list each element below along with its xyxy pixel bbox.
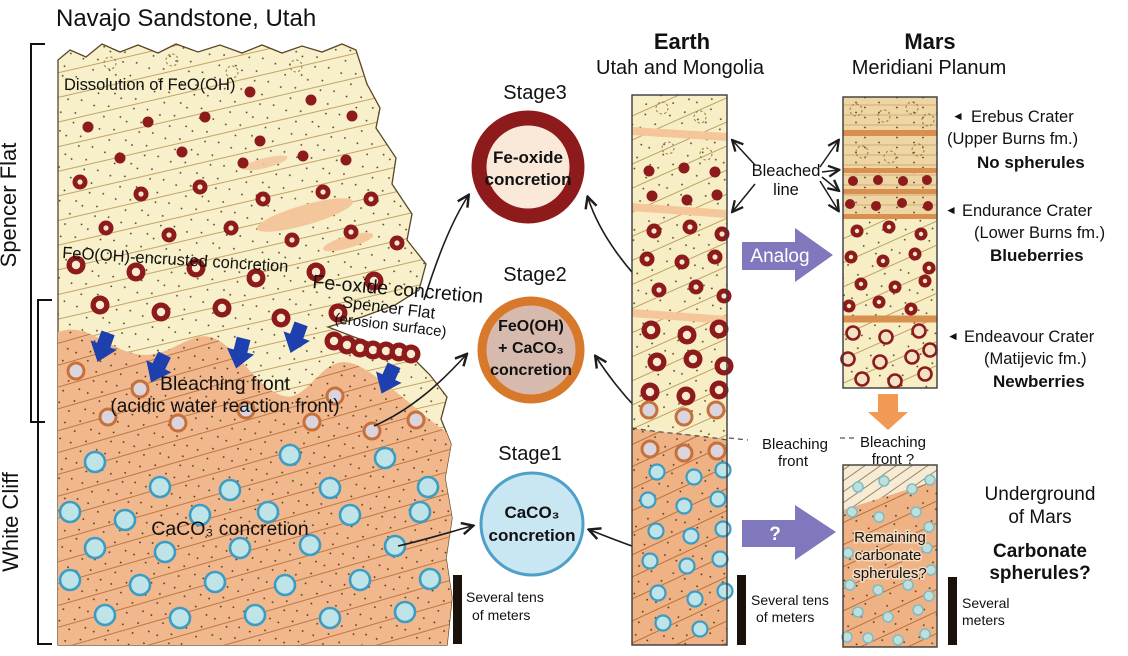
stage3-text2: concretion [485,170,572,189]
bleached-line-band-1 [632,127,727,141]
mars-bleaching-front-text1: Bleaching [860,434,926,451]
mars-band-4 [843,214,937,219]
endurance-crater-label: Endurance Crater [962,202,1093,220]
mars-bleaching-front-text2: front ? [872,451,915,468]
caco3-concretion-label: CaCO₃ concretion [151,518,309,540]
remaining-text1: Remaining [854,529,926,546]
stage2-text3: concretion [490,362,572,379]
mars-band-2 [843,168,937,173]
dissolution-label: Dissolution of FeO(OH) [64,76,235,94]
erebus-crater-label-group: ◄ Erebus Crater (Upper Burns fm.) No sph… [947,108,1085,172]
question-label: ? [769,524,781,545]
stage3-circle [471,110,585,224]
mars-scale-bar: Several meters [948,577,1009,645]
mars-subheader: Meridiani Planum [852,57,1007,79]
carbonate-spherules-text2: spherules? [989,563,1090,584]
stage2-circle [477,296,585,404]
earth-bleaching-front-text2: front [778,453,809,470]
earth-subheader: Utah and Mongolia [596,57,765,79]
earth-scale-line1: Several tens [751,592,829,608]
endurance-triangle-marker: ◄ [945,203,957,217]
remaining-text2: carbonate [855,547,922,564]
stage3: Stage3 Fe-oxide concretion [471,82,585,224]
underground-of-mars-group: Underground of Mars Carbonate spherules? [985,484,1096,584]
stage2-text2: + CaCO₃ [498,340,564,357]
analog-label: Analog [750,246,809,267]
bleaching-front-sublabel: (acidic water reaction front) [110,396,339,417]
stage2: Stage2 FeO(OH) + CaCO₃ concretion [477,264,585,404]
stage1-text1: CaCO₃ [504,503,559,522]
iron-streaks [242,155,374,252]
mars-bleaching-front-caption: Bleaching front ? [860,434,926,468]
endeavour-formation-label: (Matijevic fm.) [984,350,1087,368]
stage2-text1: FeO(OH) [498,318,564,335]
stage1-text2: concretion [489,526,576,545]
mars-scale-line2: meters [962,612,1005,628]
bleaching-front-label: Bleaching front [160,373,291,395]
erebus-triangle-marker: ◄ [952,109,964,123]
cliff-cross-section: Dissolution of FeO(OH) FeO(OH)-encrusted… [57,43,453,646]
bleached-line-text1: Bleached [752,162,821,180]
cliff-scale-line2: of meters [472,607,530,623]
earth-bleaching-front-text1: Bleaching [762,436,828,453]
stage1: Stage1 CaCO₃ concretion [479,443,585,577]
erebus-crater-label: Erebus Crater [971,108,1074,126]
mars-upper-column [840,96,938,389]
mars-lower-column: Remaining carbonate spherules? [841,464,938,648]
bleached-line-text2: line [773,181,799,199]
erebus-formation-label: (Upper Burns fm.) [947,130,1078,148]
endurance-formation-label: (Lower Burns fm.) [974,224,1105,242]
mars-band-3 [843,189,937,194]
remaining-text3: spherules? [853,565,926,582]
mars-band-5 [842,315,938,323]
white-cliff-bracket [37,299,52,645]
mars-down-arrow [868,394,908,430]
question-arrow: ? [742,505,836,560]
newberries-label: Newberries [993,372,1085,391]
bleached-line-band-3 [632,309,727,324]
carbonate-spherules-text1: Carbonate [993,541,1087,562]
analog-arrow: Analog [742,228,833,282]
endeavour-crater-label-group: ◄ Endeavour Crater (Matijevic fm.) Newbe… [947,328,1095,391]
stage3-text1: Fe-oxide [493,148,563,167]
no-spherules-label: No spherules [977,153,1085,172]
stage2-title: Stage2 [503,264,566,286]
figure-title: Navajo Sandstone, Utah [56,5,316,32]
earth-column [631,94,734,646]
underground-text2: of Mars [1008,507,1071,528]
endeavour-crater-label: Endeavour Crater [964,328,1095,346]
endeavour-triangle-marker: ◄ [947,329,959,343]
stage1-circle [479,471,585,577]
spencer-flat-bracket-label: Spencer Flat [0,143,21,268]
stage3-title: Stage3 [503,82,566,104]
earth-bleaching-front-line [631,427,728,441]
cliff-scale-bar: Several tens of meters [453,575,544,644]
bleached-line-band-2 [632,203,727,218]
earth-scale-line2: of meters [756,609,814,625]
stage1-title: Stage1 [498,443,561,465]
endurance-crater-label-group: ◄ Endurance Crater (Lower Burns fm.) Blu… [945,202,1105,265]
mars-bleached-wedge [843,465,937,510]
mars-scale-line1: Several [962,595,1009,611]
underground-text1: Underground [985,484,1096,505]
earth-bleaching-front-caption: Bleaching front [728,436,858,470]
cliff-scale-line1: Several tens [466,589,544,605]
mars-band-1 [843,130,937,136]
bleached-line-callout: Bleached line [733,141,838,211]
white-cliff-bracket-label: White Cliff [0,471,23,572]
blueberries-label: Blueberries [990,246,1084,265]
mars-header: Mars [904,29,955,54]
earth-scale-bar: Several tens of meters [737,575,829,645]
earth-header: Earth [654,29,710,54]
